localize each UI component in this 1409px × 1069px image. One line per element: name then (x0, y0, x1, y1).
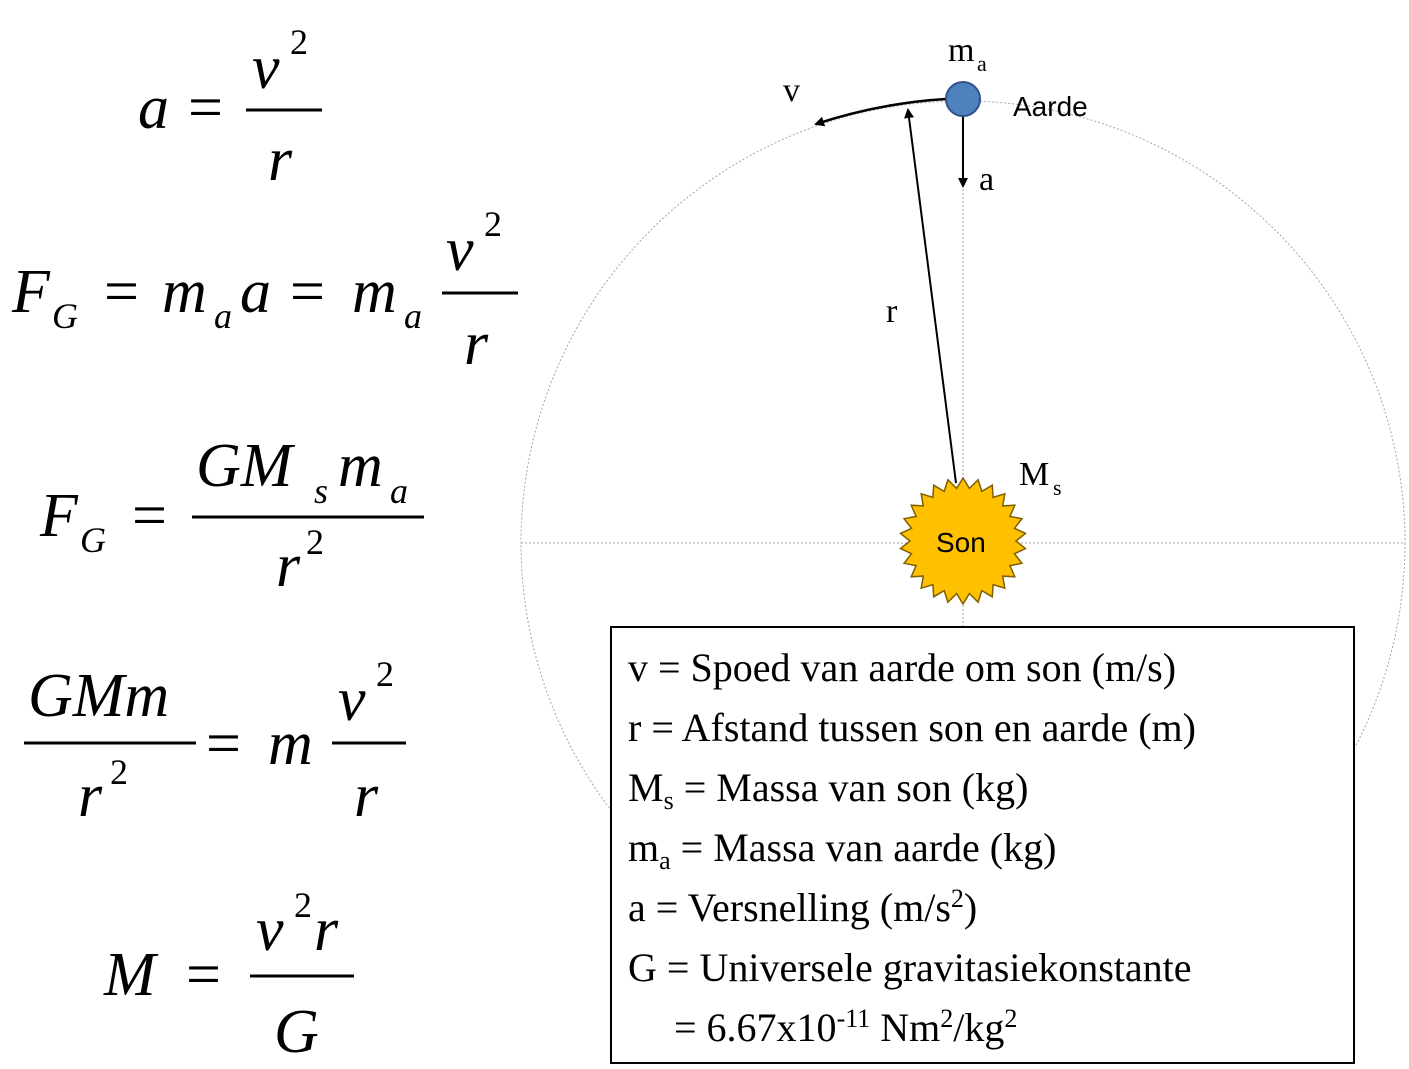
eq3-denominator-exponent: 2 (306, 522, 324, 562)
eq2-lhs-subscript: G (52, 296, 78, 336)
eq3-denominator: r (276, 532, 301, 600)
legend-earth-mass: ma = Massa van aarde (kg) (628, 818, 1353, 878)
legend-g-value-exponent: -11 (836, 1004, 871, 1033)
legend-g-value-unit-2-exponent: 2 (1004, 1004, 1018, 1033)
velocity-arrow (814, 97, 947, 127)
earth-circle (945, 81, 981, 117)
acceleration-label: a (979, 161, 994, 198)
legend-earth-mass-subscript: a (659, 846, 671, 875)
velocity-label: v (783, 72, 800, 109)
eq3-numerator-gm: GM (196, 432, 296, 500)
legend-g-value-base: = 6.67x10 (674, 1005, 837, 1050)
eq5-equals: = (186, 941, 221, 1009)
legend-acceleration-exponent: 2 (950, 884, 964, 913)
legend-acceleration-text: a = Versnelling (m/s (628, 885, 951, 930)
legend-sun-mass-symbol: M (628, 765, 664, 810)
equation-mass: M = v 2 r G (103, 885, 354, 1066)
eq4-numerator-2: v (338, 666, 366, 734)
equation-gravity-force-2: F G = GM s m a r 2 (39, 432, 424, 600)
legend-earth-mass-text: = Massa van aarde (kg) (670, 825, 1057, 870)
eq5-lhs: M (103, 941, 159, 1009)
eq2-lhs: F (11, 258, 51, 326)
eq2-numerator: v (446, 216, 474, 284)
equation-acceleration: a = v 2 r (138, 22, 322, 194)
legend-g-value-unit-1-exponent: 2 (940, 1004, 954, 1033)
eq4-numerator: GMm (28, 662, 169, 730)
eq2-equals-2: = (290, 258, 325, 326)
legend-g-value-unit-2: /kg (953, 1005, 1005, 1050)
eq3-lhs-subscript: G (80, 520, 106, 560)
eq5-numerator-exponent: 2 (294, 885, 312, 925)
eq2-mass-1: m (162, 258, 207, 326)
eq4-denominator: r (78, 762, 103, 830)
eq5-numerator-r: r (314, 896, 339, 964)
radius-arrow (904, 108, 957, 484)
legend-radius: r = Afstand tussen son en aarde (m) (628, 705, 1196, 750)
eq5-numerator-v: v (256, 896, 284, 964)
sun-label: Son (936, 527, 986, 558)
legend-gravitational-constant: G = Universele gravitasiekonstante (628, 945, 1192, 990)
radius-label: r (886, 293, 898, 330)
eq5-denominator: G (274, 998, 319, 1066)
earth-label: Aarde (1013, 91, 1088, 122)
eq2-numerator-exponent: 2 (484, 204, 502, 244)
eq2-mass-2: m (352, 258, 397, 326)
eq1-denominator: r (268, 126, 293, 194)
earth-mass-label: m (948, 32, 974, 69)
eq2-mass-1-subscript: a (214, 296, 232, 336)
eq1-numerator: v (252, 34, 280, 102)
legend-g-value-unit-1: Nm (870, 1005, 941, 1050)
sun-mass-label: M (1019, 456, 1049, 493)
legend-acceleration-close: ) (963, 885, 978, 930)
legend-velocity: v = Spoed van aarde om son (m/s) (628, 645, 1177, 690)
equation-balance: GMm r 2 = m v 2 r (24, 654, 406, 830)
eq2-denominator: r (464, 310, 489, 378)
legend-sun-mass: Ms = Massa van son (kg) (628, 758, 1353, 818)
eq3-lhs: F (39, 482, 79, 550)
sun-shape (899, 476, 1027, 606)
eq4-denominator-2: r (354, 762, 379, 830)
eq1-equals: = (188, 74, 223, 142)
eq3-equals: = (132, 482, 167, 550)
eq2-equals-1: = (104, 258, 139, 326)
legend-box: v = Spoed van aarde om son (m/s) r = Afs… (610, 626, 1355, 1064)
eq3-numerator-m: m (338, 432, 383, 500)
equation-gravity-force-1: F G = m a a = m a v 2 r (11, 204, 518, 378)
eq1-lhs: a (138, 74, 169, 142)
eq2-mass-2-subscript: a (404, 296, 422, 336)
eq4-numerator-2-exponent: 2 (376, 654, 394, 694)
legend-acceleration: a = Versnelling (m/s2) (628, 878, 1353, 938)
eq4-equals: = (206, 710, 241, 778)
eq4-denominator-exponent: 2 (110, 752, 128, 792)
legend-gravitational-value: = 6.67x10-11 Nm2/kg2 (628, 998, 1353, 1058)
eq1-numerator-exponent: 2 (290, 22, 308, 62)
legend-earth-mass-symbol: m (628, 825, 660, 870)
eq3-numerator-s-subscript: s (314, 471, 328, 511)
eq3-numerator-a-subscript: a (390, 471, 408, 511)
earth-mass-subscript: a (977, 51, 987, 76)
legend-sun-mass-text: = Massa van son (kg) (673, 765, 1029, 810)
eq4-mass: m (268, 710, 313, 778)
sun-mass-subscript: s (1053, 475, 1062, 500)
legend-sun-mass-subscript: s (663, 786, 674, 815)
eq2-acceleration: a (240, 258, 271, 326)
